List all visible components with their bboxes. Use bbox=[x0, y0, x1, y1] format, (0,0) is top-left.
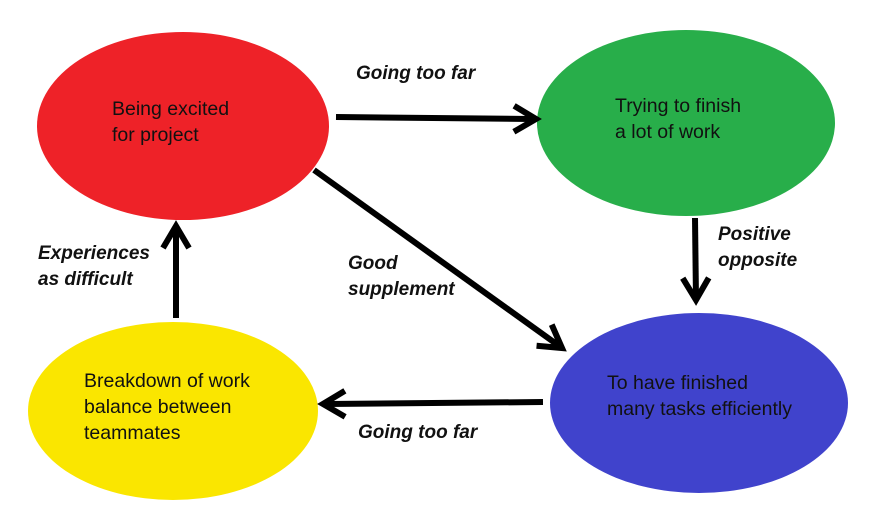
edge-positive-opposite-arrow-shaft bbox=[692, 217, 699, 296]
node-trying-to-finish-shape[interactable] bbox=[537, 30, 835, 216]
edge-experiences-as-difficult-text: Experiences as difficult bbox=[38, 243, 150, 290]
edge-going-too-far-top-arrow[interactable] bbox=[335, 103, 542, 135]
node-ellipse-group bbox=[28, 30, 848, 500]
edge-good-supplement-text: Good supplement bbox=[348, 253, 455, 300]
node-to-have-finished-shape[interactable] bbox=[550, 313, 848, 493]
node-breakdown-of-work-shape[interactable] bbox=[28, 322, 318, 500]
edge-going-too-far-bottom-arrow-shaft bbox=[327, 399, 544, 407]
edge-arrow-group bbox=[160, 103, 712, 420]
edge-experiences-as-difficult-arrow[interactable] bbox=[160, 220, 192, 318]
edge-going-too-far-top-text: Going too far bbox=[356, 63, 476, 84]
edge-experiences-as-difficult-arrow-head-icon bbox=[160, 220, 192, 250]
edge-good-supplement-arrow-shaft bbox=[312, 167, 560, 348]
edge-going-too-far-top-arrow-shaft bbox=[335, 114, 532, 122]
edge-positive-opposite-arrow[interactable] bbox=[680, 217, 712, 306]
edge-going-too-far-top-arrow-head-icon bbox=[512, 103, 542, 135]
edge-positive-opposite-arrow-head-icon bbox=[680, 276, 712, 306]
edge-good-supplement-arrow[interactable] bbox=[312, 167, 567, 352]
edge-going-too-far-bottom-arrow-head-icon bbox=[317, 388, 347, 420]
edge-positive-opposite-text: Positive opposite bbox=[718, 224, 798, 271]
edge-going-too-far-bottom-arrow[interactable] bbox=[317, 388, 544, 420]
edge-good-supplement-arrow-head-icon bbox=[536, 323, 567, 352]
node-being-excited-shape[interactable] bbox=[37, 32, 329, 220]
edge-going-too-far-bottom-text: Going too far bbox=[358, 422, 478, 443]
